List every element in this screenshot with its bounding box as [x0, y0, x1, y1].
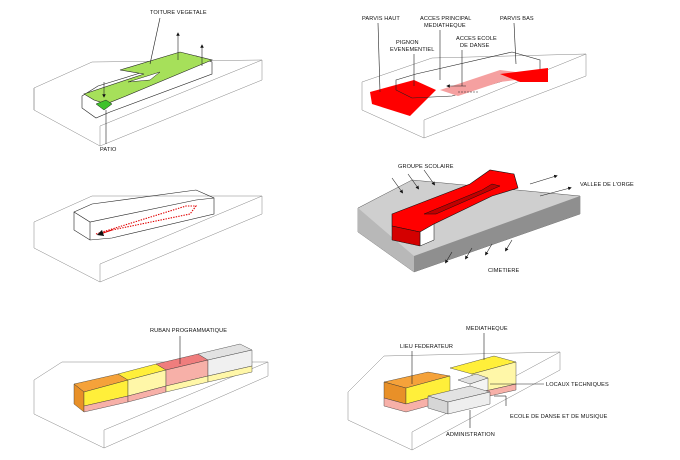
arrow-cim-1 — [445, 251, 453, 264]
arrow-vallee-1 — [529, 174, 558, 185]
arrow-groupe-2 — [407, 173, 420, 190]
arrow-cim-4 — [505, 239, 513, 252]
administration-side — [447, 391, 491, 415]
circulation-path — [95, 205, 198, 235]
label-mediatheque-acces: MEDIATHEQUE — [424, 23, 466, 29]
label-ruban: RUBAN PROGRAMMATIQUE — [150, 328, 227, 334]
site-slab-5-edge — [103, 361, 269, 448]
label-acces-ecole: ACCES ECOLE — [456, 36, 497, 42]
label-groupe-scolaire: GROUPE SCOLAIRE — [398, 164, 454, 170]
label-administration: ADMINISTRATION — [446, 432, 495, 438]
panel-contexte: GROUPE SCOLAIRE VALLEE DE L'ORGE CIMETIE… — [357, 164, 634, 274]
red-u-front — [391, 225, 421, 247]
leader-toiture — [149, 17, 161, 65]
volume-top-edge — [73, 197, 215, 223]
arrow-groupe-1 — [391, 177, 404, 194]
panel-ruban: RUBAN PROGRAMMATIQUE — [33, 328, 269, 449]
label-pignon: PIGNON — [396, 40, 419, 46]
panel-circulation — [33, 189, 263, 283]
site-slab-top-edge — [99, 59, 263, 146]
panel-parvis-acces: PARVIS HAUT ACCES PRINCIPAL MEDIATHEQUE … — [361, 16, 587, 139]
label-acces-principal: ACCES PRINCIPAL — [420, 16, 471, 22]
label-evenementiel: EVENEMENTIEL — [390, 47, 434, 53]
arrow-vallee-2 — [539, 186, 572, 197]
label-cimetiere: CIMETIERE — [488, 268, 520, 274]
panel-toiture-vegetale: TOITURE VEGETALE PATIO — [33, 10, 263, 153]
roof-notch — [127, 71, 161, 83]
site-slab-3 — [33, 195, 263, 283]
building-body — [81, 55, 213, 119]
label-de-danse: DE DANSE — [460, 43, 490, 49]
circulation-arrow — [96, 229, 113, 237]
leader-parvis-haut — [377, 22, 381, 93]
label-patio: PATIO — [100, 147, 117, 153]
parvis-haut-red — [370, 80, 436, 116]
label-parvis-bas: PARVIS BAS — [500, 16, 534, 22]
red-u-notch — [423, 183, 501, 215]
arrow-cim-2 — [465, 247, 473, 260]
panel-programme: LIEU FEDERATEUR MEDIATHEQUE LOCAUX TECHN… — [347, 326, 609, 451]
arrow-groupe-3 — [423, 169, 436, 186]
label-mediatheque: MEDIATHEQUE — [466, 326, 508, 332]
label-lieu-federateur: LIEU FEDERATEUR — [400, 344, 453, 350]
site-slab-5 — [33, 361, 269, 449]
ribbon-grey-base — [207, 365, 253, 383]
leader-parvis-bas — [513, 22, 517, 65]
site-slab-6 — [347, 351, 561, 451]
grey-base-side — [414, 196, 580, 272]
patio-green — [95, 99, 113, 111]
site-slab-3-edge — [99, 195, 263, 282]
label-toiture-vegetale: TOITURE VEGETALE — [150, 10, 207, 16]
arrow-cim-3 — [485, 243, 493, 256]
label-locaux-techniques: LOCAUX TECHNIQUES — [546, 382, 609, 388]
label-ecole-danse-musique: ECOLE DE DANSE ET DE MUSIQUE — [510, 414, 608, 420]
parvis-bas-red — [500, 68, 548, 82]
grey-base-front — [358, 208, 414, 272]
label-parvis-haut: PARVIS HAUT — [362, 16, 400, 22]
site-slab-2 — [361, 53, 587, 139]
volume-outline-3 — [73, 189, 215, 241]
label-vallee-orge: VALLEE DE L'ORGE — [580, 182, 634, 188]
